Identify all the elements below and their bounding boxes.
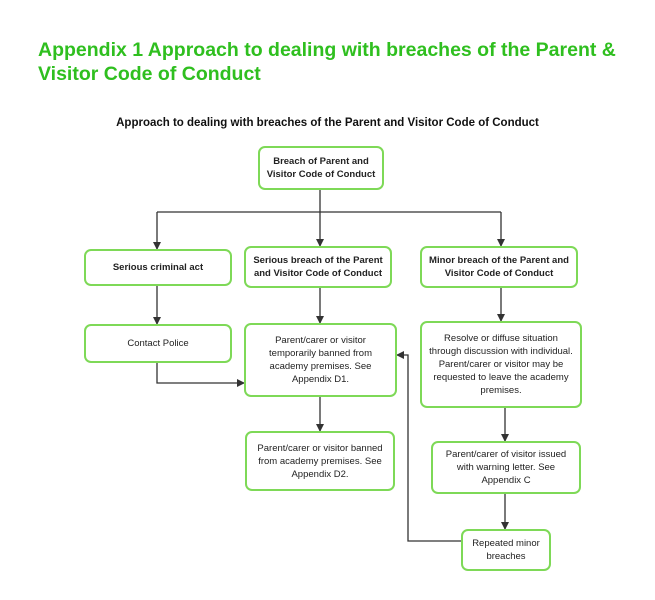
node-ban: Parent/carer or visitor banned from acad… (245, 431, 395, 491)
node-warning: Parent/carer of visitor issued with warn… (431, 441, 581, 494)
node-criminal: Serious criminal act (84, 249, 232, 286)
node-serious: Serious breach of the Parent and Visitor… (244, 246, 392, 288)
node-root: Breach of Parent and Visitor Code of Con… (258, 146, 384, 190)
node-resolve: Resolve or diffuse situation through dis… (420, 321, 582, 408)
node-police: Contact Police (84, 324, 232, 363)
diagram-title: Approach to dealing with breaches of the… (116, 117, 539, 129)
edge-police-tempban (156, 363, 245, 387)
node-repeated: Repeated minor breaches (461, 529, 551, 571)
page-heading: Appendix 1 Approach to dealing with brea… (38, 39, 616, 85)
edge-repeated-tempban (396, 351, 461, 542)
node-minor: Minor breach of the Parent and Visitor C… (420, 246, 578, 288)
node-temp-ban: Parent/carer or visitor temporarily bann… (244, 323, 397, 397)
